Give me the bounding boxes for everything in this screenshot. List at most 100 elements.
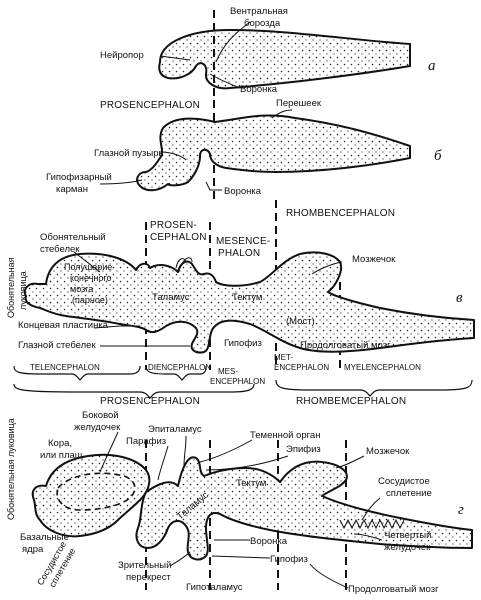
label-paraphysis: Парафиз	[126, 436, 166, 447]
leader-hypophysis-d	[211, 555, 271, 559]
leader-cerebellum-c	[311, 261, 343, 275]
label-hypothalamus: Гипоталамус	[186, 582, 243, 593]
leader-neuropore	[159, 55, 191, 61]
leader-optic-chiasm	[169, 551, 191, 567]
label-pons: (Мост)	[286, 316, 315, 327]
panel-c: RHOMBENCEPHALON PROSEN- CEPHALON MESENCE…	[6, 200, 475, 407]
label-ventral-groove-1: Вентральная	[230, 6, 288, 17]
label-lateral-ventricle-1: Боковой	[82, 410, 119, 421]
brace-telencephalon	[13, 365, 141, 381]
label-cerebellum-c: Мозжечок	[352, 254, 396, 265]
label-olfactory-stalk-2: стебелек	[40, 244, 80, 255]
label-infundibulum-d: Воронка	[250, 536, 288, 547]
neural-tube-b	[136, 114, 411, 192]
label-basal-nuclei-1: Базальные	[20, 532, 69, 543]
brain-c	[23, 251, 475, 354]
label-hypophyseal-pouch-2: карман	[56, 184, 88, 195]
label-hemisphere-1: Полушарие	[64, 262, 112, 272]
label-tectum-c: Тектум	[232, 292, 262, 303]
lateral-ventricle-outline	[56, 472, 136, 511]
label-medulla-d: Продолговатый мозг	[348, 584, 439, 595]
leader-epithalamus	[183, 435, 187, 467]
footer-myelencephalon: MYELENCEPHALON	[344, 363, 421, 372]
leader-cerebellum-d	[335, 455, 365, 469]
choroid-plexus-zigzag	[339, 518, 405, 530]
brace-prosencephalon	[13, 383, 255, 399]
label-olfactory-bulb-1-c: Обонятельная	[6, 257, 16, 318]
leader-choroid	[361, 497, 381, 521]
label-hemisphere-2: конечного	[70, 273, 111, 283]
header-mesence-1: MESENCE-	[216, 236, 270, 247]
neural-tube-a	[158, 29, 411, 90]
leader-olfactory-stalk	[73, 251, 101, 273]
roof-bumps-c	[175, 257, 193, 269]
label-hypophyseal-pouch-1: Гипофизарный	[46, 172, 112, 183]
leader-ventral-groove	[215, 21, 251, 63]
label-terminal-plate: Концевая пластинка	[18, 320, 109, 331]
label-medulla-c: Продолговатый мозг	[300, 340, 391, 351]
label-olfactory-bulb-2-c: луковица	[18, 271, 28, 310]
label-hemisphere-4: (парное)	[72, 295, 108, 305]
leader-hypophyseal-pouch	[99, 179, 143, 185]
leader-parietal-organ	[199, 439, 253, 463]
label-tectum-d: Тектум	[236, 478, 266, 489]
label-choroid-2: сплетение	[386, 488, 432, 499]
label-optic-vesicle: Глазной пузырь	[94, 148, 164, 159]
footer-telencephalon: TELENCEPHALON	[30, 363, 100, 372]
header-prosen-1: PROSEN-	[150, 220, 197, 231]
label-hypophysis-c: Гипофиз	[224, 338, 262, 349]
section-prosencephalon-b: PROSENCEPHALON	[100, 100, 200, 111]
footer-met-1: MET-	[274, 353, 293, 362]
leader-infundibulum-b	[205, 181, 222, 191]
label-infundibulum-a: Воронка	[240, 84, 278, 95]
leader-optic-vesicle	[159, 151, 187, 161]
leader-fourth-ventricle	[353, 533, 383, 541]
label-olfactory-bulb-d: Обонятельная луковица	[6, 418, 16, 520]
footer-mes-2: ENCEPHALON	[210, 377, 265, 386]
label-epiphysis: Эпифиз	[286, 444, 321, 455]
label-optic-stalk: Глазной стебелек	[18, 340, 96, 351]
leader-lateral-ventricle	[99, 431, 119, 473]
footer-prosencephalon: PROSENCEPHALON	[100, 396, 200, 407]
label-parietal-organ: Теменной орган	[250, 430, 320, 441]
label-optic-chiasm-1: Зрительный	[118, 560, 171, 571]
leader-terminal-plate	[93, 325, 140, 329]
panel-b: PROSENCEPHALON Перешеек Глазной пузырь Г…	[46, 98, 442, 200]
label-choroid-1: Сосудистое	[378, 476, 430, 487]
label-thalamus-c: Таламус	[152, 292, 190, 303]
panel-letter-b: б	[434, 148, 442, 164]
leader-isthmus	[271, 109, 293, 119]
label-cortex-1: Кора,	[48, 438, 72, 449]
label-optic-chiasm-2: перекрест	[126, 572, 171, 583]
panel-letter-c: в	[456, 290, 463, 306]
leader-medulla-d	[309, 563, 349, 589]
label-cerebellum-d: Мозжечок	[366, 446, 410, 457]
panel-a: Вентральная борозда Нейропор Воронка а	[100, 6, 436, 100]
panel-letter-a: а	[428, 58, 436, 74]
panel-d: Обонятельная луковица Боковой желудочек …	[6, 410, 473, 595]
label-lateral-ventricle-2: желудочек	[74, 422, 121, 433]
header-rhombencephalon: RHOMBENCEPHALON	[286, 208, 395, 219]
leader-paraphysis	[157, 445, 169, 481]
header-prosen-2: CEPHALON	[150, 232, 207, 243]
label-fourth-ventricle-1: Четвертый	[384, 530, 431, 541]
footer-met-2: ENCEPHALON	[274, 363, 329, 372]
leader-epiphysis	[205, 455, 289, 471]
footer-diencephalon: DIENCEPHALON	[148, 363, 211, 372]
brace-diencephalon	[145, 365, 207, 381]
leader-infundibulum-a	[209, 73, 241, 89]
label-cortex-2: или плащ	[40, 450, 83, 461]
label-hypophysis-d: Гипофиз	[270, 554, 308, 565]
header-mesence-2: PHALON	[218, 248, 260, 259]
label-fourth-ventricle-2: желудочек	[384, 542, 431, 553]
label-hemisphere-3: мозга	[70, 284, 93, 294]
label-basal-nuclei-2: ядра	[22, 544, 44, 555]
label-isthmus: Перешеек	[276, 98, 322, 109]
label-neuropore: Нейропор	[100, 50, 144, 61]
label-epithalamus: Эпиталамус	[148, 424, 202, 435]
label-ventral-groove-2: борозда	[244, 18, 281, 29]
footer-rhombencephalon: RHOMBEMCEPHALON	[296, 396, 406, 407]
label-olfactory-stalk-1: Обонятельный	[40, 232, 106, 243]
